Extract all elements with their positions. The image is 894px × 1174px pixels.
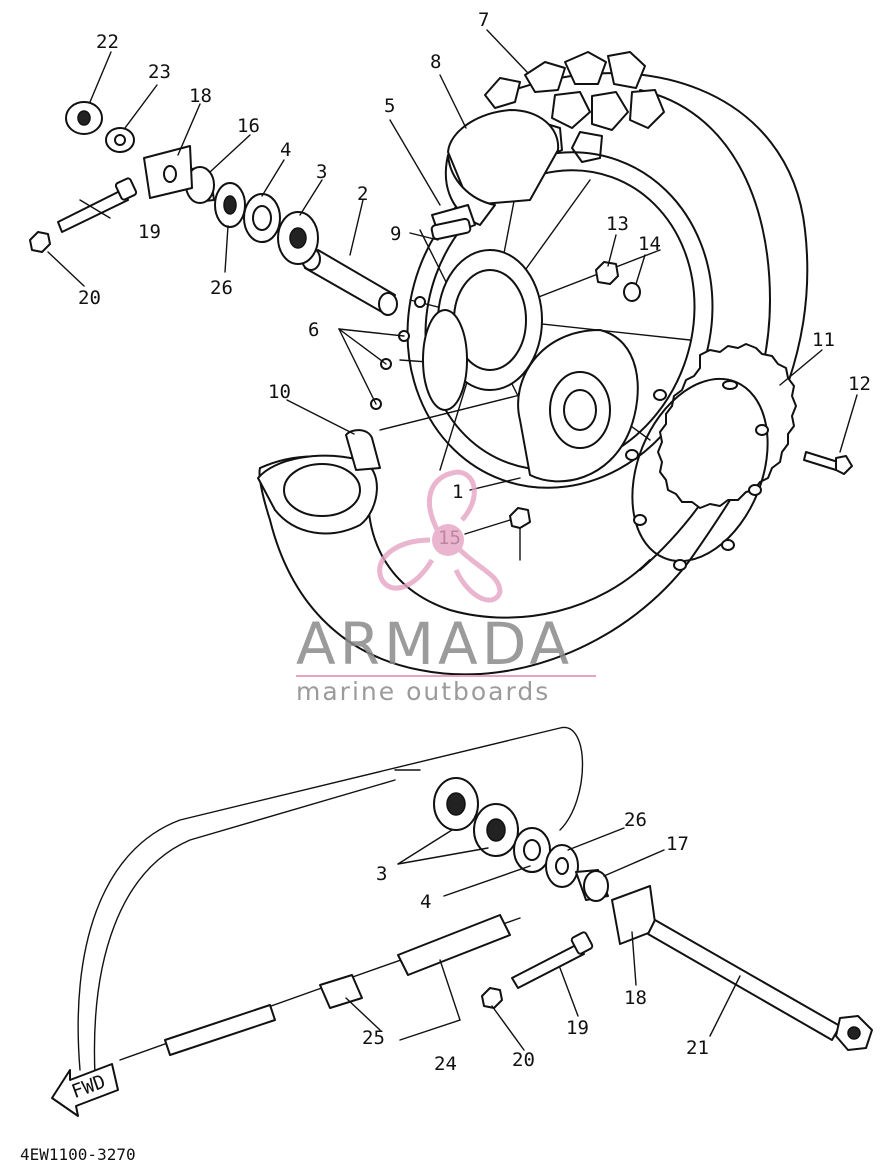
callout-19-lower: 19 — [566, 1017, 589, 1039]
brake-disc — [257, 429, 381, 535]
callout-26-upper: 26 — [210, 277, 233, 299]
callout-22: 22 — [96, 31, 119, 53]
callout-23: 23 — [148, 61, 171, 83]
lower-adjuster-and-axle — [481, 885, 873, 1051]
callout-18-upper: 18 — [189, 85, 212, 107]
callout-25: 25 — [362, 1027, 385, 1049]
callout-11: 11 — [812, 329, 835, 351]
leader-lines — [47, 29, 858, 1051]
axle-collar — [301, 247, 398, 316]
callout-17: 17 — [666, 833, 689, 855]
callout-26-lower: 26 — [624, 809, 647, 831]
callout-9: 9 — [390, 223, 401, 245]
callout-19-upper: 19 — [138, 221, 161, 243]
callout-10: 10 — [268, 381, 291, 403]
rear-sprocket — [625, 343, 797, 571]
callout-18-lower: 18 — [624, 987, 647, 1009]
callout-labels: 1 2 3 3 4 4 5 6 7 8 9 10 11 12 13 14 15 … — [20, 9, 871, 1164]
callout-5: 5 — [384, 95, 395, 117]
wheel-hub — [422, 249, 639, 483]
chain-links — [164, 914, 511, 1056]
armada-logo-icon — [377, 469, 503, 603]
sprocket-fasteners — [509, 261, 853, 561]
callout-4-lower: 4 — [420, 891, 431, 913]
callout-2: 2 — [357, 183, 368, 205]
watermark-tagline: marine outboards — [296, 677, 550, 706]
callout-1: 1 — [452, 481, 463, 503]
callout-7: 7 — [478, 9, 489, 31]
callout-3-lower: 3 — [376, 863, 387, 885]
callout-8: 8 — [430, 51, 441, 73]
watermark: ARMADA marine outboards — [296, 469, 596, 706]
callout-20-lower: 20 — [512, 1049, 535, 1071]
callout-3-upper: 3 — [316, 161, 327, 183]
callout-14: 14 — [638, 233, 661, 255]
callout-16: 16 — [237, 115, 260, 137]
chain-path — [77, 726, 584, 1076]
watermark-brand: ARMADA — [296, 610, 573, 678]
callout-6: 6 — [308, 319, 319, 341]
callout-20-upper: 20 — [78, 287, 101, 309]
lower-bearings — [433, 777, 609, 902]
rear-wheel — [258, 51, 809, 676]
callout-24: 24 — [434, 1053, 457, 1075]
callout-13: 13 — [606, 213, 629, 235]
left-side-parts — [29, 101, 319, 265]
drawing-code: 4EW1100-3270 — [20, 1145, 136, 1164]
callout-4-upper: 4 — [280, 139, 291, 161]
callout-12: 12 — [848, 373, 871, 395]
fwd-arrow — [51, 1063, 119, 1117]
callout-21: 21 — [686, 1037, 709, 1059]
tube-and-valve — [430, 109, 560, 241]
fwd-label: FWD — [69, 1071, 109, 1103]
